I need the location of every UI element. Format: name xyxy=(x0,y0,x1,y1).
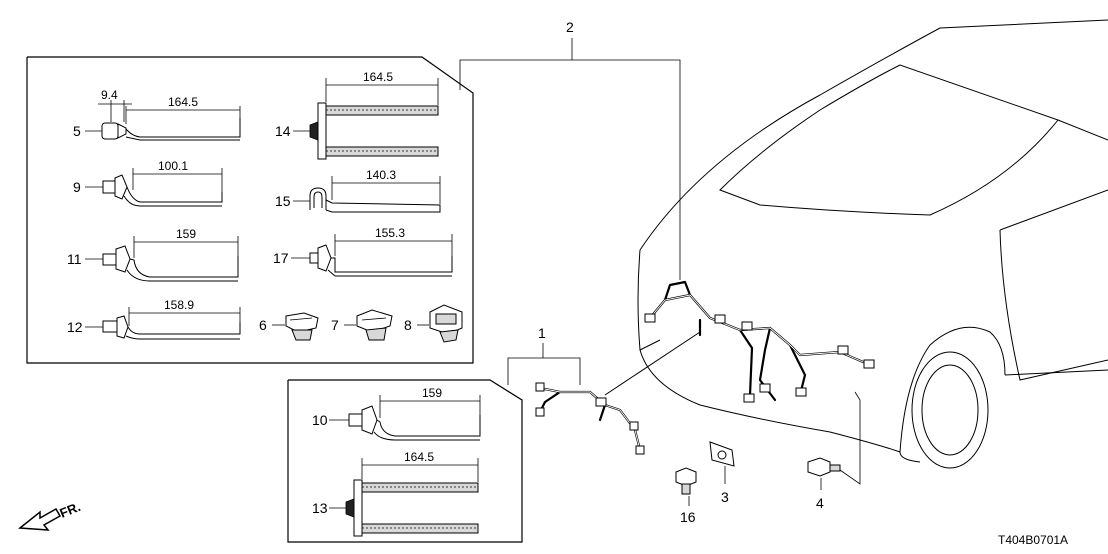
vehicle-outline xyxy=(637,19,1108,469)
part-4: 4 xyxy=(807,391,861,511)
dim-5-offset: 9.4 xyxy=(101,88,118,102)
dim-15-length: 140.3 xyxy=(366,168,396,182)
diagram-code: T404B0701A xyxy=(998,533,1068,547)
callout-8: 8 xyxy=(404,317,412,333)
dim-12-length: 158.9 xyxy=(164,298,194,312)
part-14: 14 164.5 xyxy=(275,70,439,160)
part-15: 15 140.3 xyxy=(275,168,441,213)
harness-part-2 xyxy=(644,280,875,403)
parts-box-upper xyxy=(26,56,474,364)
callout-15: 15 xyxy=(275,193,291,209)
callout-13: 13 xyxy=(312,500,328,516)
callout-7: 7 xyxy=(331,317,339,333)
front-label: FR. xyxy=(58,499,83,521)
part-9: 9 100.1 xyxy=(73,159,223,207)
part-6: 6 xyxy=(259,312,319,341)
callout-11: 11 xyxy=(67,251,82,267)
callout-3: 3 xyxy=(721,489,729,505)
callout-2: 2 xyxy=(566,19,574,35)
part-8: 8 xyxy=(404,304,463,343)
callout-6: 6 xyxy=(259,317,267,333)
part-5: 5 9.4 164.5 xyxy=(73,88,241,141)
dim-5-length: 164.5 xyxy=(168,95,198,109)
part-10: 10 159 xyxy=(312,386,481,441)
part-11: 11 159 xyxy=(67,227,239,282)
callout-16: 16 xyxy=(680,509,696,525)
part-3: 3 xyxy=(709,441,735,505)
dim-9-length: 100.1 xyxy=(158,159,188,173)
callout-14: 14 xyxy=(275,123,291,139)
callout-9: 9 xyxy=(73,179,81,195)
dim-17-length: 155.3 xyxy=(375,226,405,240)
callout-5: 5 xyxy=(73,123,81,139)
callout-10: 10 xyxy=(312,412,328,428)
front-direction-arrow-icon: FR. xyxy=(18,499,83,531)
part-12: 12 158.9 xyxy=(67,298,241,340)
dim-13-length: 164.5 xyxy=(404,450,434,464)
parts-box-lower xyxy=(287,379,523,543)
callout-12: 12 xyxy=(67,319,83,335)
harness-part-1 xyxy=(535,382,645,455)
callout-17: 17 xyxy=(273,250,289,266)
callout-1: 1 xyxy=(538,325,546,341)
dim-10-length: 159 xyxy=(422,386,442,400)
dim-11-length: 159 xyxy=(176,227,196,241)
callout-4: 4 xyxy=(816,495,824,511)
part-16: 16 xyxy=(675,467,697,525)
dim-14-length: 164.5 xyxy=(363,70,393,84)
part-7: 7 xyxy=(331,309,393,341)
part-13: 13 164.5 xyxy=(312,450,479,537)
part-17: 17 155.3 xyxy=(273,226,453,277)
